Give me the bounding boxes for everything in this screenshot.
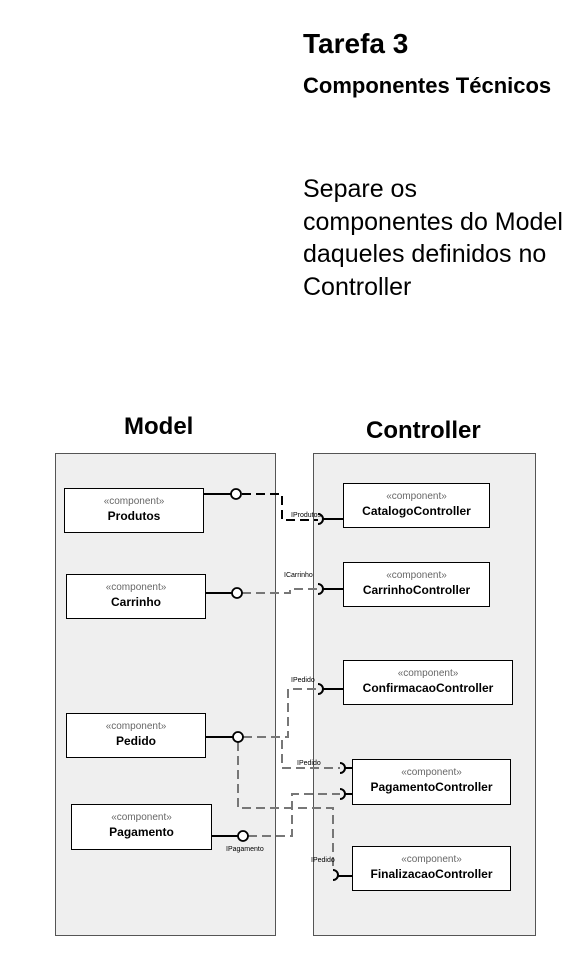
component-pagamento[interactable]: «component» Pagamento [71, 804, 212, 850]
connector-pagamento [211, 788, 353, 837]
stereotype-label: «component» [386, 491, 447, 502]
component-carrinho[interactable]: «component» Carrinho [66, 574, 206, 619]
component-confirmacao-controller[interactable]: «component» ConfirmacaoController [343, 660, 513, 705]
connector-produtos [203, 493, 344, 525]
stereotype-label: «component» [386, 570, 447, 581]
component-produtos[interactable]: «component» Produtos [64, 488, 204, 533]
label-ipagamento: IPagamento [226, 846, 264, 853]
component-name: CatalogoController [362, 504, 471, 518]
page-subtitle: Componentes Técnicos [303, 73, 552, 98]
stereotype-label: «component» [105, 582, 167, 593]
label-ipedido-pagamento: IPedido [297, 760, 321, 767]
model-panel [55, 453, 276, 936]
page-title: Tarefa 3 [303, 28, 409, 59]
connector-pedido [205, 683, 353, 881]
stereotype-label: «component» [401, 854, 462, 865]
component-name: Pedido [115, 734, 156, 748]
controller-heading: Controller [366, 417, 481, 444]
connector-carrinho [205, 583, 344, 595]
label-iprodutos: IProdutos [291, 512, 321, 519]
iprodutos-interface-circle [230, 488, 242, 500]
component-name: Produtos [107, 509, 161, 523]
component-name: Pagamento [109, 825, 174, 839]
component-pedido[interactable]: «component» Pedido [66, 713, 206, 758]
label-ipedido-finalizacao: IPedido [311, 857, 335, 864]
component-name: PagamentoController [370, 780, 493, 794]
stereotype-label: «component» [397, 668, 459, 679]
component-finalizacao-controller[interactable]: «component» FinalizacaoController [352, 846, 511, 891]
ipedido-interface-circle [232, 731, 244, 743]
ipagamento-interface-circle [237, 830, 249, 842]
stereotype-label: «component» [401, 767, 462, 778]
component-name: ConfirmacaoController [362, 681, 494, 695]
component-catalogo-controller[interactable]: «component» CatalogoController [343, 483, 490, 528]
stereotype-label: «component» [111, 812, 172, 823]
component-name: FinalizacaoController [370, 867, 493, 881]
instruction-text: Separe os componentes do Model daqueles … [303, 175, 563, 301]
icarrinho-interface-circle [231, 587, 243, 599]
component-pagamento-controller[interactable]: «component» PagamentoController [352, 759, 511, 805]
model-heading: Model [124, 413, 194, 440]
stereotype-label: «component» [105, 721, 167, 732]
component-name: Carrinho [110, 595, 161, 609]
label-ipedido-confirmacao: IPedido [291, 677, 315, 684]
component-name: CarrinhoController [362, 583, 471, 597]
component-carrinho-controller[interactable]: «component» CarrinhoController [343, 562, 490, 607]
label-icarrinho: ICarrinho [284, 572, 313, 579]
stereotype-label: «component» [103, 496, 165, 507]
